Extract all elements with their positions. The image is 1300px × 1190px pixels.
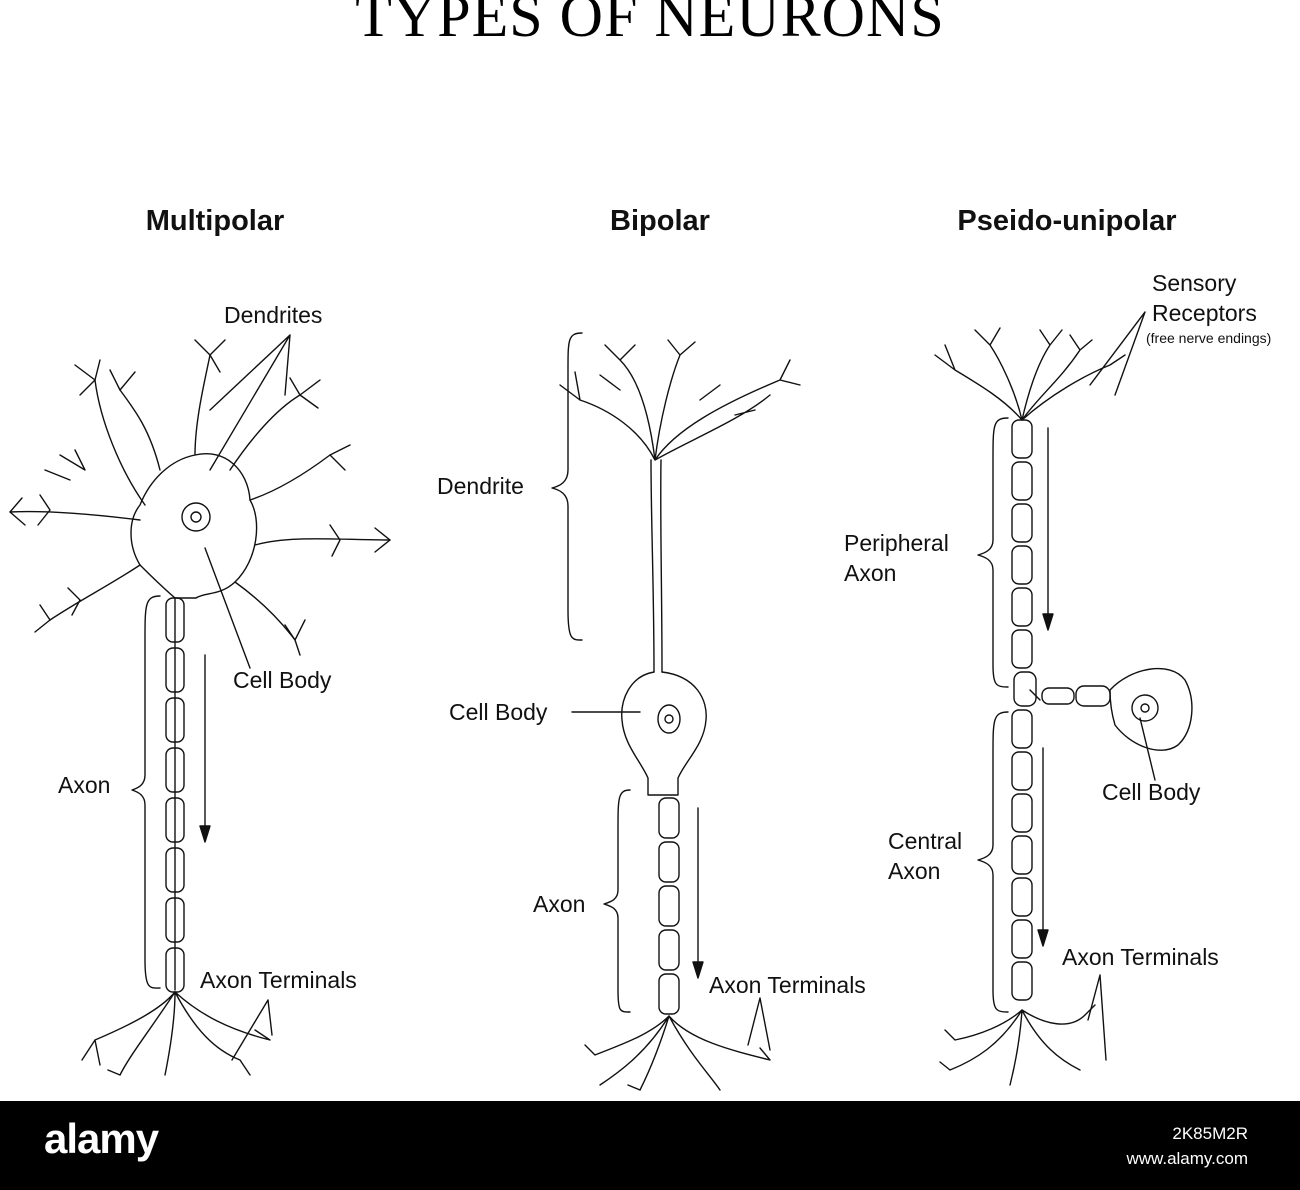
pseudo-axon-terminals-label: Axon Terminals [1062,944,1219,970]
watermark-image-id: 2K85M2R [1172,1124,1248,1143]
watermark-bar: alamy 2K85M2R www.alamy.com [0,1101,1300,1190]
neuron-diagrams [0,0,1300,1100]
bipolar-neuron [552,333,800,1090]
bipolar-title: Bipolar [610,205,710,237]
multipolar-axon-label: Axon [58,772,111,798]
pseudo-cell-body-label: Cell Body [1102,779,1201,805]
pseudo-sensory-label-2: Receptors [1152,300,1257,326]
multipolar-title: Multipolar [145,205,285,237]
bipolar-axon-label: Axon [533,891,586,917]
multipolar-axon-terminals-label: Axon Terminals [200,967,357,993]
pseudo-peripheral-label-1: Peripheral [844,530,949,556]
pseudo-free-nerve-label: (free nerve endings) [1146,330,1272,346]
pseudo-central-label-2: Axon [888,858,941,884]
pseudo-central-label-1: Central [888,828,963,854]
multipolar-cell-body-label: Cell Body [233,667,332,693]
multipolar-neuron [10,335,390,1075]
pseudo-sensory-label-1: Sensory [1152,270,1237,296]
pseudo-unipolar-title: Pseido-unipolar [957,205,1177,237]
multipolar-dendrites-label: Dendrites [224,302,323,328]
bipolar-dendrite-label: Dendrite [437,473,524,499]
watermark-url: www.alamy.com [1126,1149,1248,1168]
watermark-logo: alamy [44,1115,159,1162]
bipolar-cell-body-label: Cell Body [449,699,548,725]
bipolar-axon-terminals-label: Axon Terminals [709,972,866,998]
pseudo-unipolar-neuron [935,312,1192,1085]
page-title: TYPES OF NEURONS [355,0,945,49]
pseudo-peripheral-label-2: Axon [844,560,897,586]
